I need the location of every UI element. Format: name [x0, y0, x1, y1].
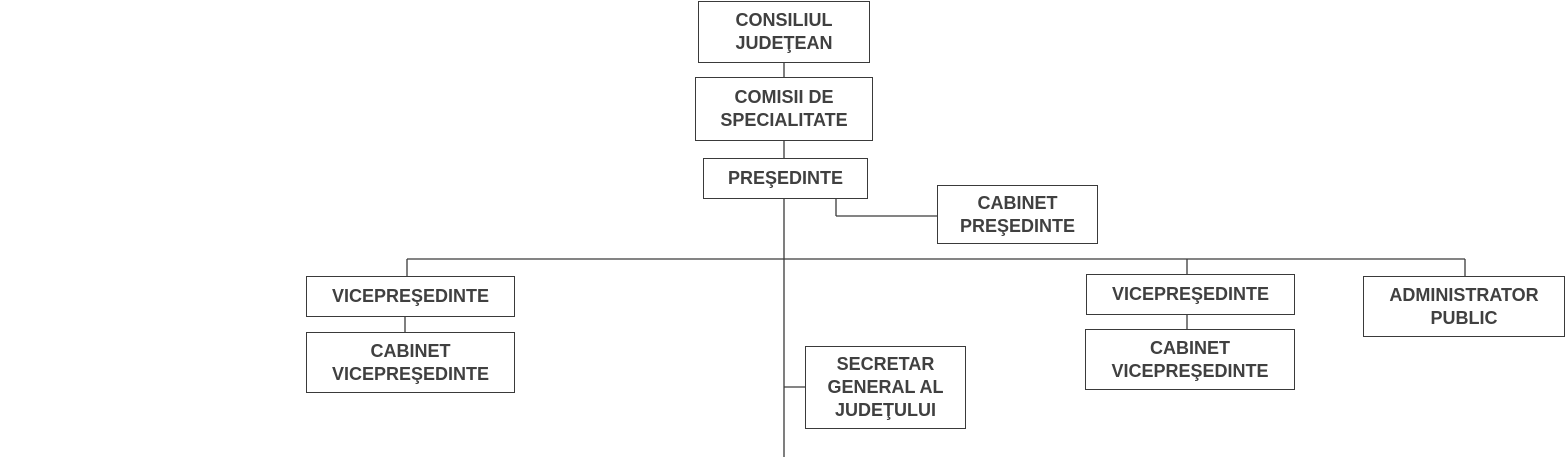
cabinet-presedinte-box: CABINET PREŞEDINTE	[937, 185, 1098, 244]
vicepresedinte-left-box: VICEPREŞEDINTE	[306, 276, 515, 317]
box-label-line: SECRETAR	[836, 354, 935, 374]
box-label-line: VICEPREŞEDINTE	[1111, 284, 1270, 304]
comisii-de-specialitate-box: COMISII DE SPECIALITATE	[695, 77, 873, 141]
secretar-general-box: SECRETAR GENERAL AL JUDEŢULUI	[805, 346, 966, 429]
box-label-line: GENERAL AL	[827, 377, 944, 397]
box-label-line: CABINET	[977, 192, 1058, 213]
box-label-line: VICEPREŞEDINTE	[331, 363, 490, 384]
box-label-line: COMISII DE	[734, 87, 834, 107]
box-label-line: CABINET	[1150, 337, 1230, 358]
cabinet-vicepresedinte-left-box: CABINET VICEPREŞEDINTE	[306, 332, 515, 393]
box-label-line: PUBLIC	[1430, 307, 1498, 328]
presedinte-box: PREŞEDINTE	[703, 158, 868, 199]
consiliul-judetean-box: CONSILIUL JUDEŢEAN	[698, 1, 870, 63]
box-label-line: JUDEŢULUI	[834, 400, 936, 420]
box-label-line: CONSILIUL	[735, 10, 833, 30]
box-label-line: PREŞEDINTE	[727, 168, 844, 188]
box-label-line: SPECIALITATE	[720, 110, 848, 130]
vicepresedinte-right-box: VICEPREŞEDINTE	[1086, 274, 1295, 315]
box-label-line: PREŞEDINTE	[959, 215, 1076, 236]
box-label-line: ADMINISTRATOR	[1389, 284, 1539, 305]
box-label-line: VICEPREŞEDINTE	[1111, 360, 1269, 381]
box-label-line: JUDEŢEAN	[735, 33, 833, 53]
box-label-line: CABINET	[370, 340, 451, 361]
cabinet-vicepresedinte-right-box: CABINET VICEPREŞEDINTE	[1085, 329, 1295, 390]
administrator-public-box: ADMINISTRATOR PUBLIC	[1363, 276, 1565, 337]
box-label-line: VICEPREŞEDINTE	[331, 286, 490, 306]
